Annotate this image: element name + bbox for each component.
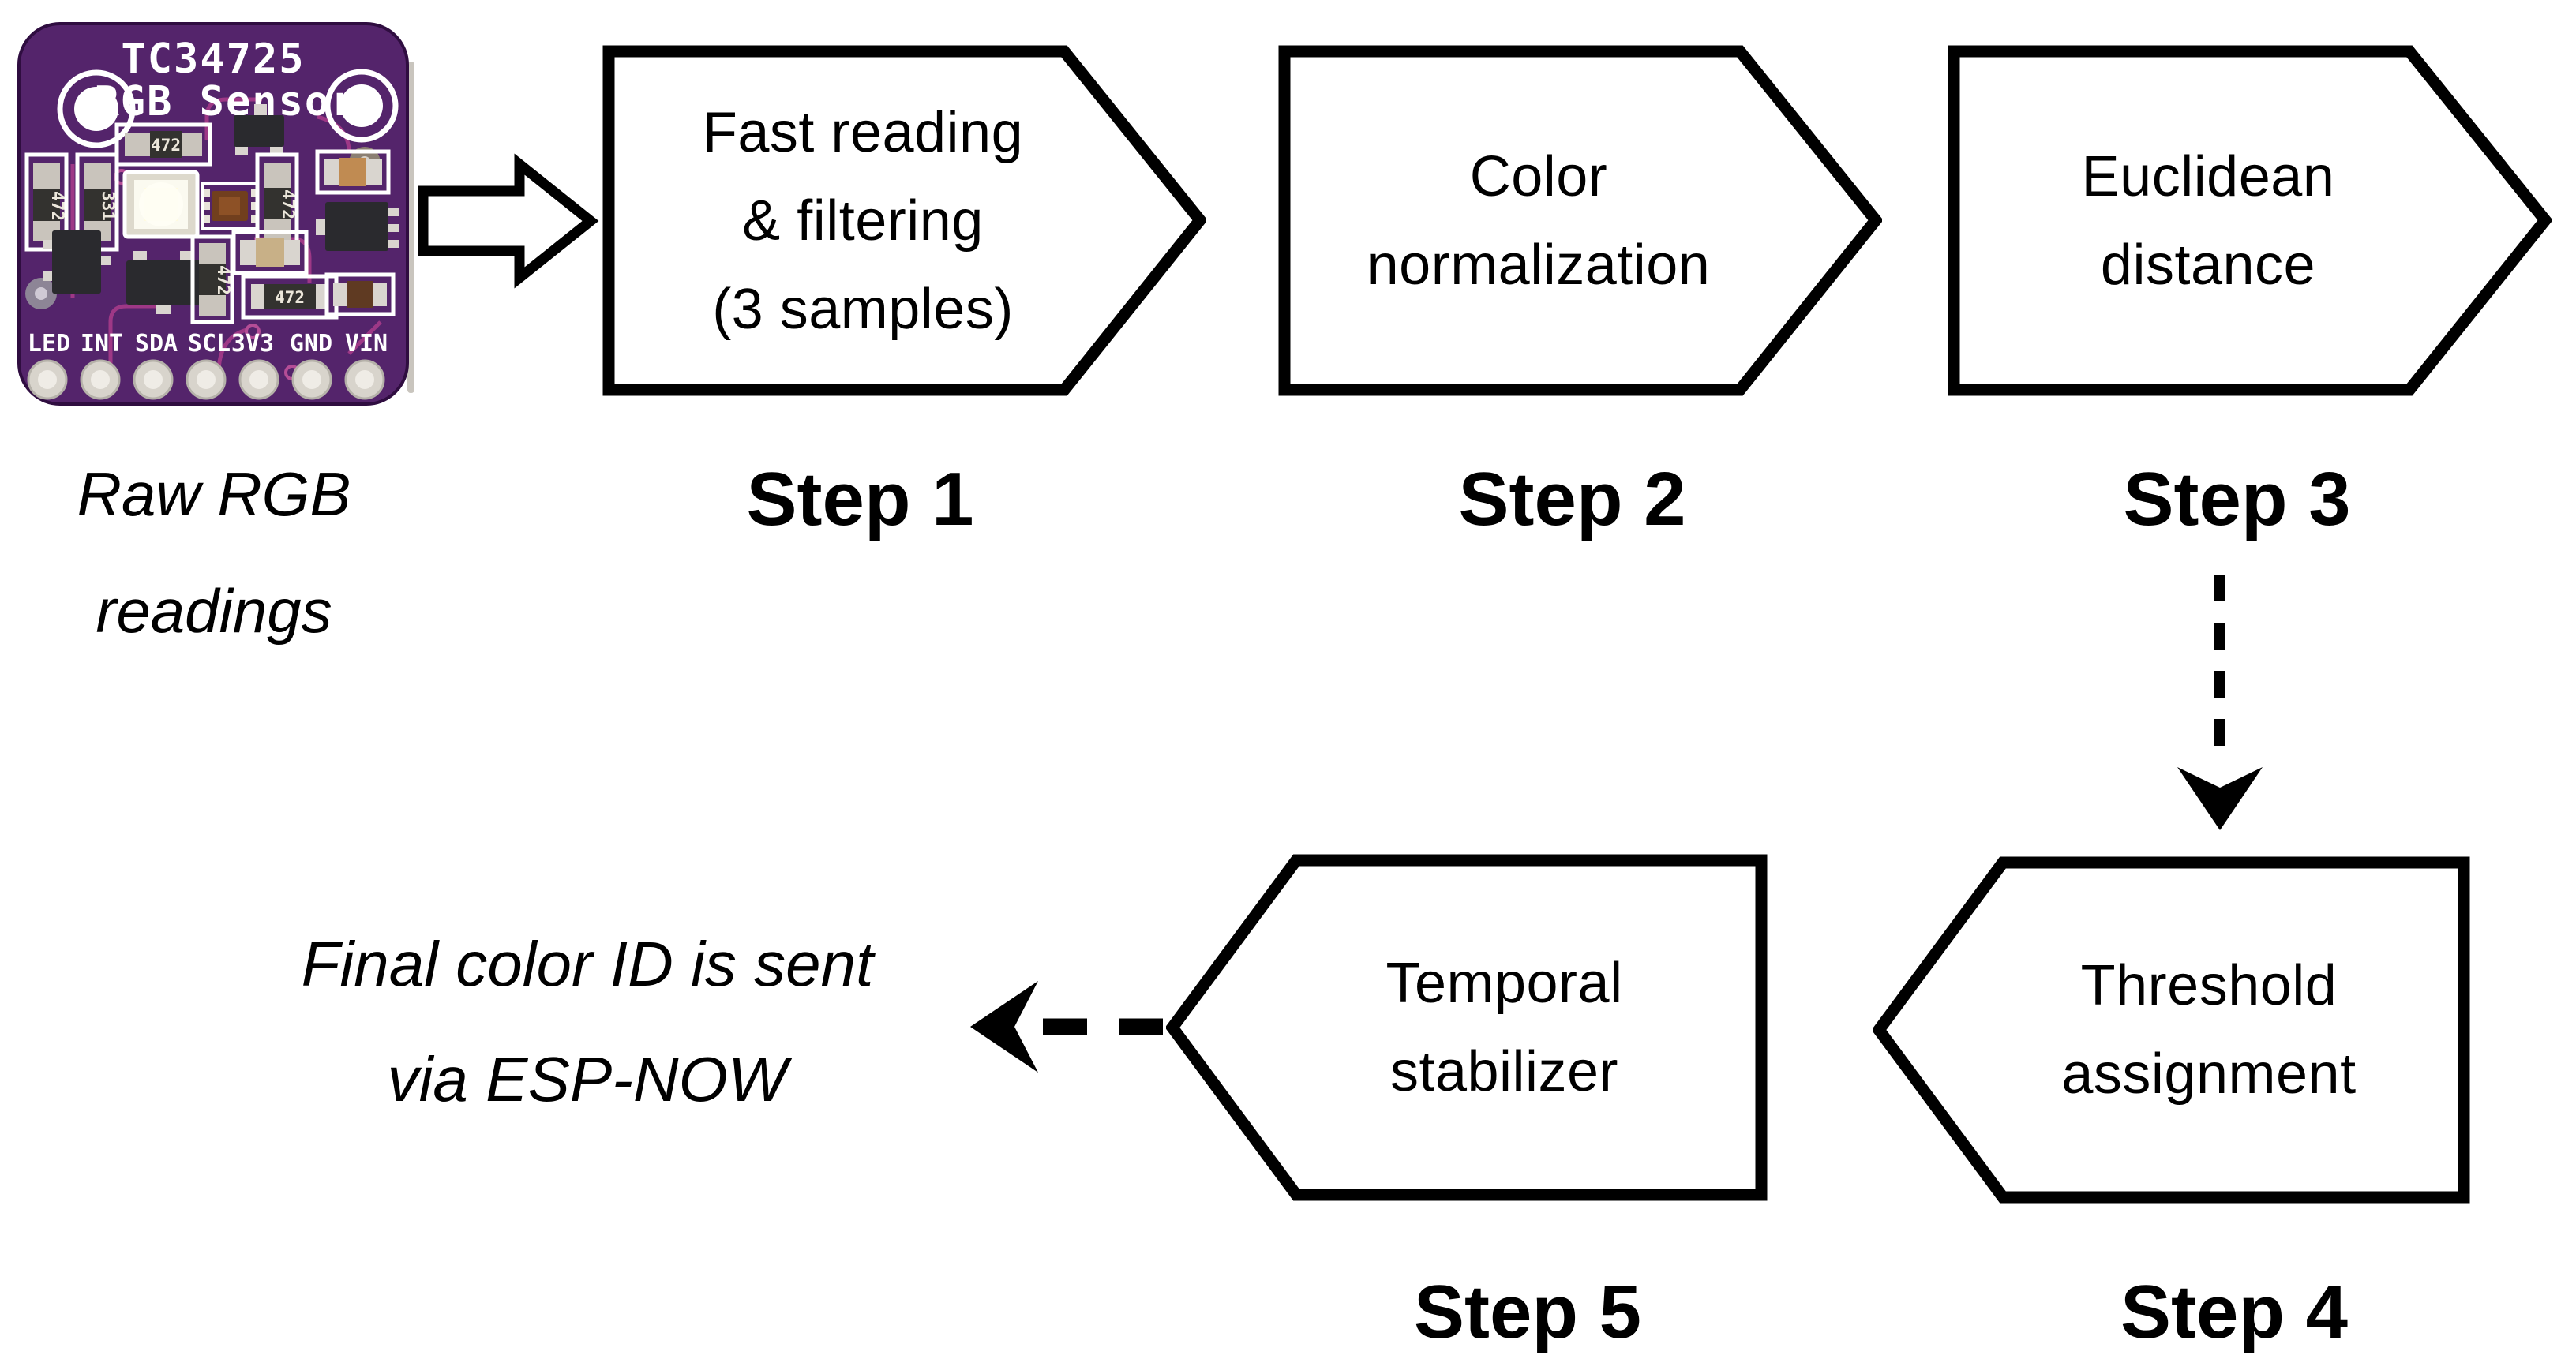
board-title-line1: TC34725 xyxy=(121,36,305,83)
step-4-label: Step 4 xyxy=(2120,1270,2349,1354)
pin-labels: LED INT SDA SCL 3V3 GND VIN xyxy=(28,330,388,358)
regulator-ic xyxy=(316,202,399,251)
svg-text:472: 472 xyxy=(214,265,233,295)
chevron-right-icon xyxy=(1948,45,2552,396)
step-3-shape: Euclidean distance xyxy=(1948,45,2552,396)
input-block-arrow-icon xyxy=(418,153,599,289)
rgb-sensor-board-image: TC34725 RGB Sensor 472 472 xyxy=(17,22,416,407)
step-5-text: Temporal stabilizer xyxy=(1385,952,1623,1103)
resistor-mid-vertical: 472 xyxy=(190,234,234,324)
raw-rgb-readings-label: Raw RGB readings xyxy=(13,436,415,669)
step-3-label: Step 3 xyxy=(2123,457,2351,541)
white-led xyxy=(122,170,200,239)
chevron-left-icon xyxy=(1873,856,2470,1204)
transistor-top xyxy=(234,104,284,155)
chevron-right-icon xyxy=(1278,45,1882,396)
step-2-label: Step 2 xyxy=(1458,457,1686,541)
mounting-hole-right xyxy=(324,69,399,143)
raw-label-line1: Raw RGB xyxy=(77,459,351,529)
tented-via-bottom-left xyxy=(25,278,57,309)
resistor-right: 472 xyxy=(255,152,299,250)
step-2-text: Color normalization xyxy=(1367,144,1711,297)
svg-text:LED: LED xyxy=(28,330,70,358)
capacitor-bottom-right xyxy=(324,272,396,316)
svg-text:GND: GND xyxy=(290,330,332,358)
resistor-top: 472 xyxy=(114,122,212,167)
board-shadow xyxy=(407,62,414,393)
step-1-label: Step 1 xyxy=(746,457,974,541)
step-5-label: Step 5 xyxy=(1413,1270,1642,1354)
final-label-line1: Final color ID is sent xyxy=(301,929,874,999)
final-label-line2: via ESP-NOW xyxy=(387,1044,788,1114)
resistor-left-1: 472 xyxy=(24,152,69,252)
transistor-bottom-left xyxy=(43,230,111,294)
svg-text:472: 472 xyxy=(151,136,181,155)
dashed-left-arrow-icon xyxy=(970,981,1163,1073)
final-output-label: Final color ID is sent via ESP-NOW xyxy=(145,907,1029,1137)
svg-text:472: 472 xyxy=(275,288,305,307)
step-3-text: Euclidean distance xyxy=(2081,144,2335,297)
capacitor-middle xyxy=(231,230,309,275)
capacitor-top-right xyxy=(315,149,391,195)
svg-text:331: 331 xyxy=(99,191,118,221)
raw-label-line2: readings xyxy=(96,576,332,646)
mounting-hole-left xyxy=(57,69,136,148)
rgb-sensor-board-graphic: TC34725 RGB Sensor 472 472 xyxy=(17,22,414,406)
resistor-left-2: 331 xyxy=(75,152,119,252)
step-1-text: Fast reading & filtering (3 samples) xyxy=(702,100,1024,341)
dashed-down-arrow-icon xyxy=(2177,575,2263,830)
svg-text:VIN: VIN xyxy=(345,330,388,358)
step-1-shape: Fast reading & filtering (3 samples) xyxy=(602,45,1206,396)
svg-text:472: 472 xyxy=(48,191,67,221)
svg-text:SDA: SDA xyxy=(135,330,178,358)
chevron-right-icon xyxy=(602,45,1206,396)
step-4-text: Threshold assignment xyxy=(2061,954,2357,1106)
chevron-left-icon xyxy=(1166,854,1768,1201)
svg-text:INT: INT xyxy=(81,330,123,358)
svg-text:3V3: 3V3 xyxy=(231,330,274,358)
step-2-shape: Color normalization xyxy=(1278,45,1882,396)
svg-text:472: 472 xyxy=(279,189,298,219)
svg-text:SCL: SCL xyxy=(188,330,231,358)
pin-pads xyxy=(27,359,385,400)
board-title-line2: RGB Sensor xyxy=(94,78,357,125)
step-4-shape: Threshold assignment xyxy=(1873,856,2470,1204)
step-5-shape: Temporal stabilizer xyxy=(1166,854,1768,1201)
